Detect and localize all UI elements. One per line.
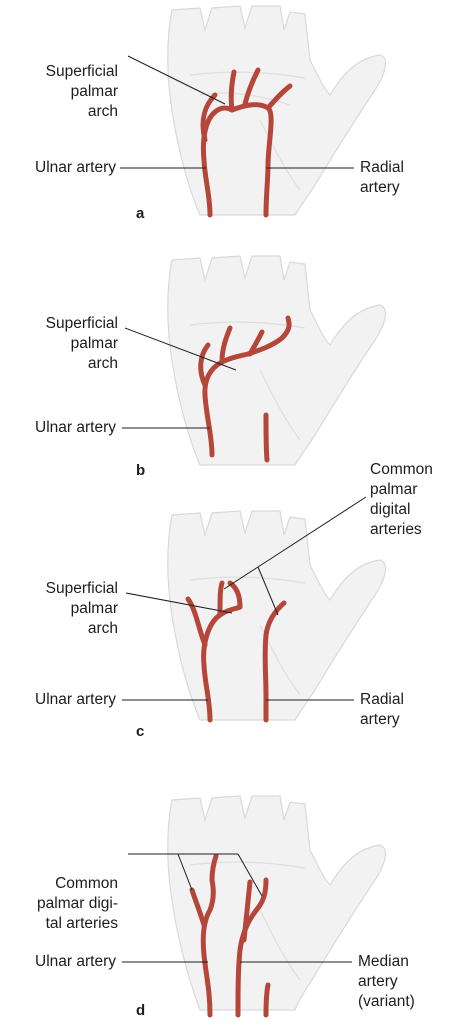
label-superficial-palmar-arch-c: Superficial palmar arch xyxy=(8,579,118,639)
panel-a: Superficial palmar arch Ulnar artery Rad… xyxy=(0,0,467,230)
panel-c: Superficial palmar arch Ulnar artery Rad… xyxy=(0,495,467,750)
panel-tag-b: b xyxy=(136,462,145,479)
panel-tag-d: d xyxy=(136,1002,145,1019)
panel-b: Superficial palmar arch Ulnar artery b xyxy=(0,250,467,490)
label-superficial-palmar-arch-a: Superficial palmar arch xyxy=(8,62,118,122)
label-ulnar-artery-c: Ulnar artery xyxy=(6,690,116,710)
label-common-palmar-digital-arteries-d: Common palmar digi- tal arteries xyxy=(8,874,118,934)
panel-tag-c: c xyxy=(136,723,144,740)
panel-d: Common palmar digi- tal arteries Ulnar a… xyxy=(0,770,467,1030)
label-ulnar-artery-b: Ulnar artery xyxy=(6,418,116,438)
label-median-artery-d: Median artery (variant) xyxy=(358,952,463,1012)
panel-tag-a: a xyxy=(136,205,144,222)
label-ulnar-artery-a: Ulnar artery xyxy=(6,158,116,178)
label-superficial-palmar-arch-b: Superficial palmar arch xyxy=(8,314,118,374)
label-common-palmar-digital-arteries-c: Common palmar digital arteries xyxy=(370,460,465,540)
label-radial-artery-c: Radial artery xyxy=(360,690,460,730)
label-radial-artery-a: Radial artery xyxy=(360,158,460,198)
label-ulnar-artery-d: Ulnar artery xyxy=(6,952,116,972)
